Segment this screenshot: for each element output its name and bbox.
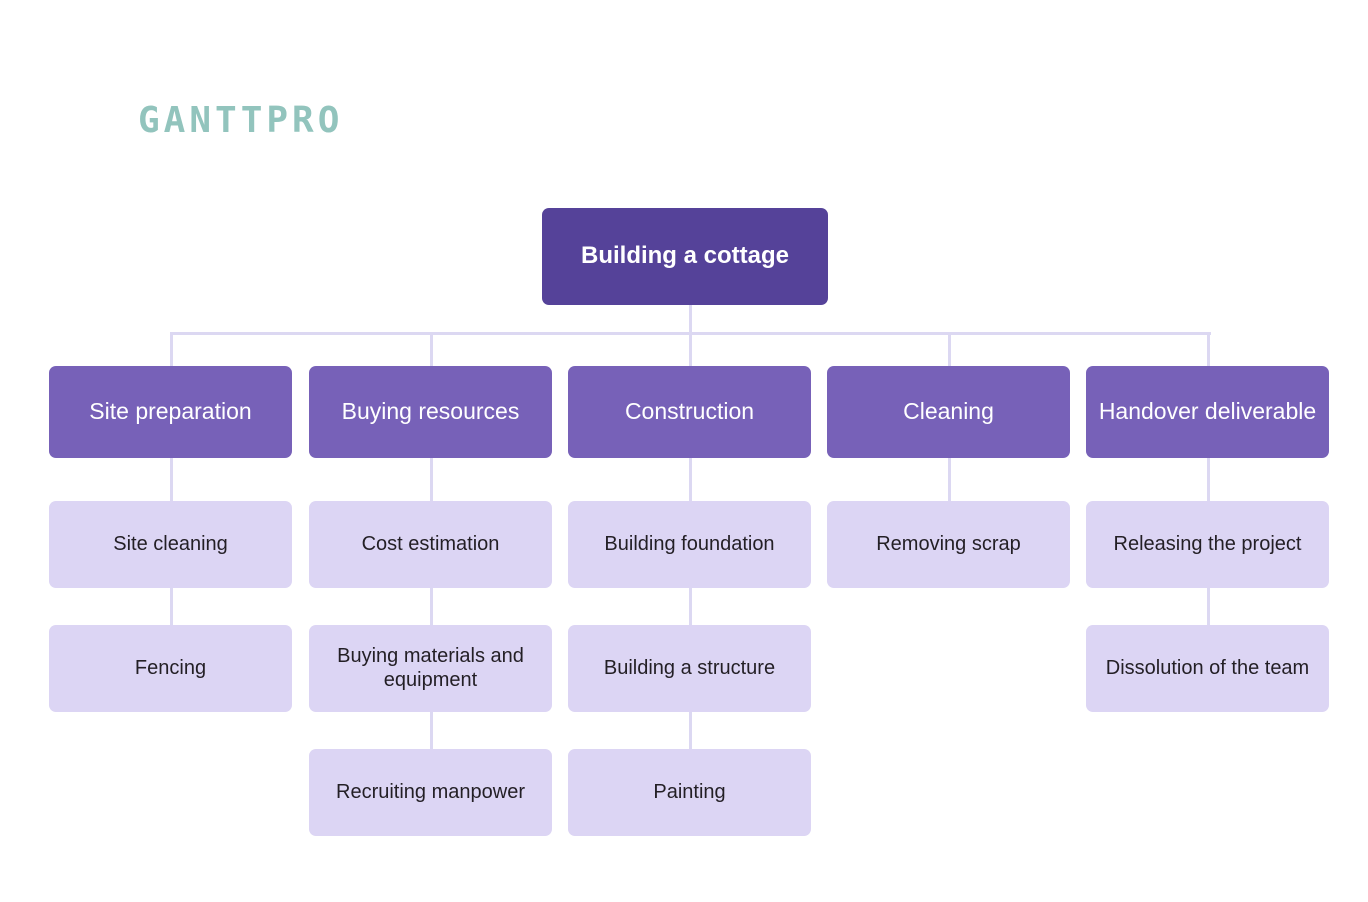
connector-phase-1-to-task-1-1 [170,457,173,501]
connector-phase-3-to-task-3-1 [689,457,692,501]
wbs-node-task-building-a-structure-label: Building a structure [603,656,776,679]
connector-bus-to-phase-4 [948,332,951,367]
wbs-node-phase-construction[interactable]: Construction [568,366,811,458]
wbs-node-task-releasing-the-project-label: Releasing the project [1113,532,1302,555]
connector-task-2-2-to-task-2-3 [430,712,433,749]
wbs-node-phase-buying-resources-label: Buying resources [341,398,520,425]
wbs-node-root[interactable]: Building a cottage [542,208,828,305]
connector-phase-2-to-task-2-1 [430,457,433,501]
connector-bus-to-phase-3 [689,332,692,367]
wbs-node-task-dissolution-of-the-team-label: Dissolution of the team [1105,656,1310,679]
wbs-node-task-painting[interactable]: Painting [568,749,811,836]
wbs-node-task-buying-materials-and-equipment-label: Buying materials and equipment [337,644,524,691]
wbs-node-task-cost-estimation[interactable]: Cost estimation [309,501,552,588]
wbs-node-task-buying-materials-and-equipment[interactable]: Buying materials and equipment [309,625,552,712]
connector-task-3-2-to-task-3-3 [689,712,692,749]
wbs-node-phase-buying-resources[interactable]: Buying resources [309,366,552,458]
wbs-node-task-removing-scrap[interactable]: Removing scrap [827,501,1070,588]
wbs-node-task-releasing-the-project[interactable]: Releasing the project [1086,501,1329,588]
connector-phase-4-to-task-4-1 [948,457,951,501]
wbs-node-task-fencing-label: Fencing [134,656,207,679]
wbs-node-task-removing-scrap-label: Removing scrap [876,532,1021,555]
connector-bus-to-phase-2 [430,332,433,367]
wbs-node-phase-construction-label: Construction [624,398,755,425]
connector-task-1-1-to-task-1-2 [170,588,173,625]
ganttpro-logo: GANTTPRO [138,100,344,141]
wbs-node-phase-site-preparation-label: Site preparation [89,398,252,425]
wbs-node-task-cost-estimation-label: Cost estimation [361,532,500,555]
connector-phase-5-to-task-5-1 [1207,457,1210,501]
connector-bus-to-phase-5 [1207,332,1210,367]
connector-task-5-1-to-task-5-2 [1207,588,1210,625]
wbs-node-task-building-a-structure[interactable]: Building a structure [568,625,811,712]
connector-root-stem [689,305,692,335]
wbs-node-task-recruiting-manpower[interactable]: Recruiting manpower [309,749,552,836]
wbs-node-phase-handover-deliverable-label: Handover deliverable [1098,398,1317,425]
wbs-node-task-building-foundation-label: Building foundation [604,532,775,555]
wbs-node-phase-cleaning-label: Cleaning [903,398,994,425]
wbs-node-task-site-cleaning-label: Site cleaning [113,532,228,555]
wbs-node-phase-handover-deliverable[interactable]: Handover deliverable [1086,366,1329,458]
connector-task-2-1-to-task-2-2 [430,588,433,625]
wbs-node-task-recruiting-manpower-label: Recruiting manpower [336,780,525,803]
wbs-node-phase-cleaning[interactable]: Cleaning [827,366,1070,458]
wbs-node-root-label: Building a cottage [580,242,789,270]
connector-task-3-1-to-task-3-2 [689,588,692,625]
connector-bus-to-phase-1 [170,332,173,367]
wbs-node-task-site-cleaning[interactable]: Site cleaning [49,501,292,588]
wbs-node-task-dissolution-of-the-team[interactable]: Dissolution of the team [1086,625,1329,712]
connector-horizontal-bus [171,332,1211,335]
wbs-node-task-building-foundation[interactable]: Building foundation [568,501,811,588]
wbs-node-task-fencing[interactable]: Fencing [49,625,292,712]
wbs-node-task-painting-label: Painting [653,780,726,803]
wbs-node-phase-site-preparation[interactable]: Site preparation [49,366,292,458]
